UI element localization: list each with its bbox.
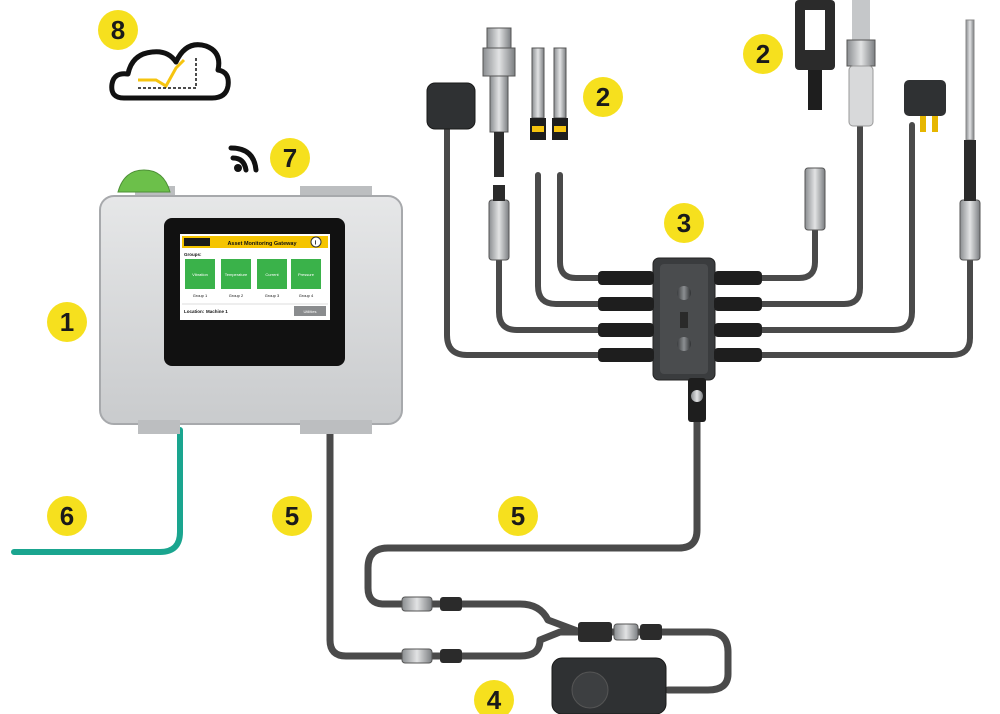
temp-probe — [531, 47, 545, 119]
svg-text:2: 2 — [596, 82, 610, 112]
tile-pressure[interactable] — [291, 259, 321, 289]
wifi-signal-icon — [228, 145, 259, 173]
sensor-cable-a — [444, 125, 603, 358]
svg-text:4: 4 — [487, 685, 502, 714]
badge-cloud: 8 — [98, 10, 138, 50]
sensor-cable-c — [535, 172, 603, 307]
inline-connector — [493, 185, 505, 201]
groups-heading: Groups: — [184, 252, 202, 257]
badge-gateway: 1 — [47, 302, 87, 342]
pressure-transducer — [486, 27, 512, 49]
inline-connector — [488, 199, 510, 261]
svg-text:7: 7 — [283, 143, 297, 173]
badge-power-supply: 4 — [474, 680, 514, 714]
location-label: Location: — [184, 309, 205, 314]
group-label: Group 2 — [229, 293, 244, 298]
svg-text:1: 1 — [60, 307, 74, 337]
sensor-cable-g — [757, 122, 915, 333]
inline-connector — [440, 597, 462, 611]
ethernet-cable — [11, 427, 183, 555]
group-label: Group 3 — [265, 293, 280, 298]
sensor-cable-b — [496, 257, 603, 333]
sensor-cable-e — [757, 227, 818, 281]
badge-wireless-node: 3 — [664, 203, 704, 243]
tile-label: Pressure — [298, 272, 315, 277]
inline-connector — [401, 596, 433, 612]
cloud-analytics-icon — [109, 42, 231, 101]
inline-connector — [401, 648, 433, 664]
inline-connector — [440, 649, 462, 663]
sensor-cable-h — [757, 255, 973, 358]
screen-title: Asset Monitoring Gateway — [227, 241, 297, 247]
temp-probe — [553, 47, 567, 119]
pressure-sensor — [852, 0, 870, 40]
screen-text: Asset Monitoring Gateway i Groups: Vibra… — [184, 241, 317, 315]
group-label: Group 4 — [299, 293, 314, 298]
sensor-cable-f — [757, 122, 863, 307]
svg-text:8: 8 — [111, 15, 125, 45]
tile-label: Current — [265, 272, 279, 277]
sensors-left — [426, 27, 568, 177]
info-icon[interactable] — [310, 236, 322, 248]
badge-sensors-right: 2 — [743, 34, 783, 74]
svg-text:5: 5 — [511, 501, 525, 531]
node-power-cable — [364, 416, 701, 636]
svg-text:5: 5 — [285, 501, 299, 531]
rtd-probe — [965, 19, 975, 141]
gateway-enclosure — [99, 169, 403, 434]
tee-connector — [578, 622, 612, 642]
cables — [11, 122, 973, 694]
location-value: Machine 1 — [206, 309, 228, 314]
humidity-sensor — [904, 80, 946, 116]
gateway-power-cable — [326, 426, 584, 660]
badge-wireless-signal: 7 — [270, 138, 310, 178]
power-supply — [551, 657, 667, 714]
tile-current[interactable] — [257, 259, 287, 289]
utilities-button-label: Utilities — [304, 309, 317, 314]
tile-label: Vibration — [192, 272, 208, 277]
tile-label: Temperature — [225, 272, 248, 277]
utilities-button[interactable] — [294, 306, 326, 316]
power-supply-cable — [596, 628, 732, 694]
status-beacon — [117, 169, 171, 193]
badge-cable-left: 5 — [272, 496, 312, 536]
info-glyph: i — [315, 241, 317, 247]
inline-connector — [613, 623, 639, 641]
wireless-node — [598, 257, 762, 422]
tile-temperature[interactable] — [221, 259, 251, 289]
tile-vibration[interactable] — [185, 259, 215, 289]
vibration-sensor — [426, 82, 476, 130]
screen-header — [182, 236, 328, 248]
sensors-right — [795, 0, 976, 200]
inline-connector — [640, 624, 662, 640]
svg-text:6: 6 — [60, 501, 74, 531]
inline-connector — [959, 199, 981, 261]
sensor-cable-d — [557, 172, 603, 281]
svg-text:2: 2 — [756, 39, 770, 69]
svg-text:3: 3 — [677, 208, 691, 238]
badge-cable-right: 5 — [498, 496, 538, 536]
number-badges: 1 2 2 3 4 5 5 6 7 8 — [47, 10, 783, 714]
group-label: Group 1 — [193, 293, 208, 298]
inline-connector — [804, 167, 826, 231]
badge-sensors-left: 2 — [583, 77, 623, 117]
badge-ethernet: 6 — [47, 496, 87, 536]
brand-logo — [184, 238, 210, 246]
